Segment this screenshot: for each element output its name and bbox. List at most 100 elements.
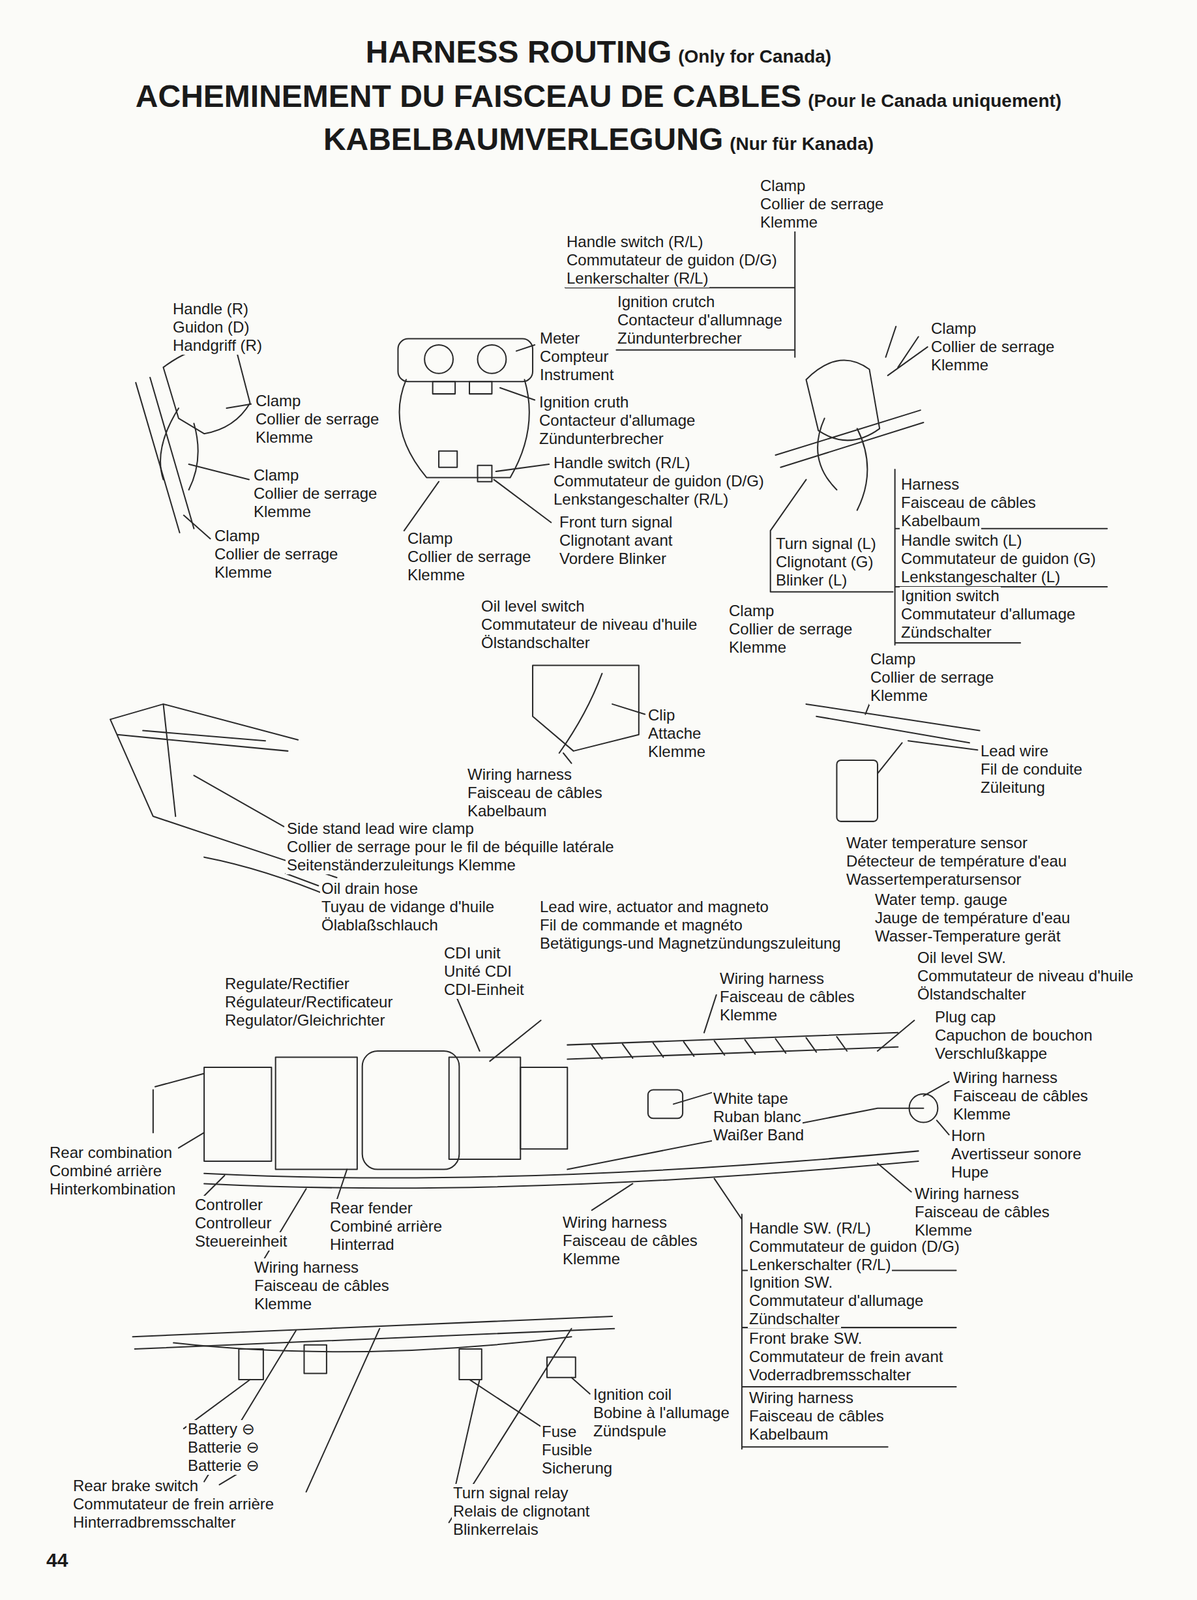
part-label: Zündunterbrecher: [537, 429, 665, 448]
part-label: Lead wire: [979, 741, 1050, 761]
part-label: Water temp. gauge: [873, 890, 1009, 909]
part-label: Betätigungs-und Magnetzündungszuleitung: [538, 934, 843, 953]
part-label: Klemme: [718, 1005, 779, 1025]
part-label: Capuchon de bouchon: [933, 1026, 1094, 1045]
part-label: Klemme: [254, 428, 315, 447]
part-label: Faisceau de câbles: [899, 493, 1038, 512]
part-label: Faisceau de câbles: [718, 987, 857, 1006]
part-label: Oil drain hose: [320, 879, 420, 898]
part-label: Klemme: [913, 1221, 974, 1240]
part-label: Meter: [538, 329, 581, 348]
part-label: Kabelbaum: [747, 1425, 830, 1444]
part-label: Plug cap: [933, 1007, 997, 1027]
part-label: Wiring harness: [466, 765, 574, 784]
part-label: Collier de serrage: [869, 668, 995, 687]
part-label: Handle switch (L): [899, 531, 1023, 550]
part-label: Oil level switch: [479, 597, 587, 616]
part-label: Clamp: [869, 650, 917, 669]
part-label: Combiné arrière: [328, 1217, 444, 1236]
part-label: Ignition coil: [591, 1385, 673, 1404]
part-label: Handle SW. (R/L): [747, 1219, 873, 1238]
part-label: Ölstandschalter: [916, 985, 1028, 1004]
part-label: Klemme: [646, 742, 707, 761]
part-label: Lenkstangeschalter (R/L): [552, 490, 730, 509]
part-label: Klemme: [951, 1105, 1012, 1124]
part-label: Regulate/Rectifier: [223, 974, 351, 993]
part-label: Commutateur d'allumage: [899, 605, 1077, 624]
part-label: Oil level SW.: [916, 948, 1008, 967]
part-label: Commutateur de niveau d'huile: [916, 966, 1135, 986]
part-label: Clamp: [929, 319, 978, 338]
heading-row: ACHEMINEMENT DU FAISCEAU DE CABLES(Pour …: [0, 78, 1197, 120]
part-label: Fil de conduite: [979, 760, 1084, 779]
part-label: Vordere Blinker: [558, 549, 668, 568]
part-label: Fuse: [540, 1422, 578, 1441]
part-label: Wiring harness: [252, 1258, 360, 1277]
part-label: Combiné arrière: [48, 1161, 163, 1181]
part-label: Klemme: [561, 1249, 622, 1269]
part-label: Fusible: [540, 1440, 594, 1460]
part-label: Klemme: [213, 563, 274, 582]
part-label: Klemme: [406, 565, 467, 585]
part-label: Klemme: [252, 502, 313, 521]
part-label: Faisceau de câbles: [466, 783, 604, 802]
part-label: Zündspule: [591, 1421, 668, 1441]
part-label: Turn signal (L): [774, 534, 878, 553]
part-label: Zündschalter: [747, 1309, 842, 1329]
part-label: Front brake SW.: [747, 1329, 864, 1348]
part-label: Faisceau de câbles: [252, 1276, 391, 1295]
part-label: Contacteur d'allumnage: [616, 310, 784, 330]
part-label: Faisceau de câbles: [747, 1406, 886, 1426]
part-label: Rear fender: [328, 1198, 414, 1218]
part-label: Klemme: [929, 355, 990, 375]
part-label: Controller: [193, 1195, 265, 1214]
part-label: Klemme: [252, 1294, 313, 1314]
heading-row: KABELBAUMVERLEGUNG(Nur für Kanada): [0, 121, 1197, 163]
part-label: Klemme: [758, 213, 819, 232]
part-label: Commutateur de frein arrière: [71, 1494, 276, 1514]
heading-text: KABELBAUMVERLEGUNG: [323, 121, 724, 158]
part-label: Clip: [646, 706, 677, 725]
part-label: Faisceau de câbles: [561, 1231, 699, 1250]
heading-note: (Nur für Kanada): [729, 125, 874, 163]
part-label: Ignition cruth: [537, 393, 630, 412]
part-label: Collier de serrage: [254, 410, 381, 429]
part-label: Rear combination: [48, 1143, 174, 1162]
part-label: Klemme: [869, 686, 930, 705]
part-label: Clamp: [254, 391, 302, 411]
part-label: Wiring harness: [718, 969, 826, 988]
part-label: CDI unit: [442, 944, 503, 963]
part-label: Kabelbaum: [899, 511, 982, 531]
part-label: Ignition crutch: [616, 292, 716, 311]
part-label: Sicherung: [540, 1459, 614, 1478]
part-label: Fil de commande et magnéto: [538, 916, 744, 935]
part-label: Commutateur de guidon (D/G): [552, 472, 766, 491]
part-label: Batterie ⊖: [186, 1456, 261, 1475]
part-label: Ölablaßschlauch: [320, 916, 440, 935]
part-label: Clamp: [758, 176, 807, 195]
part-label: Tuyau de vidange d'huile: [320, 897, 496, 917]
part-label: Collier de serrage pour le fil de béquil…: [285, 837, 616, 857]
part-label: Collier de serrage: [213, 545, 340, 564]
part-label: Turn signal relay: [451, 1483, 570, 1503]
part-label: Commutateur de guidon (G): [899, 549, 1098, 568]
part-label: Kabelbaum: [466, 801, 548, 821]
part-label: Clignotant avant: [558, 531, 674, 550]
part-label: Compteur: [538, 347, 610, 366]
part-label: Lenkerschalter (R/L): [565, 269, 710, 288]
part-label: Bobine à l'allumage: [591, 1403, 731, 1422]
part-label: Collier de serrage: [727, 620, 854, 639]
part-label: Collier de serrage: [758, 194, 885, 214]
part-label: Controlleur: [193, 1213, 273, 1233]
part-label: Attache: [646, 724, 703, 743]
part-label: Wassertemperatursensor: [844, 870, 1023, 889]
part-label: Ölstandschalter: [479, 633, 592, 652]
part-label: Water temperature sensor: [844, 833, 1029, 853]
part-label: Commutateur d'allumage: [747, 1291, 925, 1310]
part-label: Handle (R): [171, 299, 250, 319]
part-label: Waißer Band: [711, 1125, 806, 1145]
part-label: Side stand lead wire clamp: [285, 819, 476, 838]
page-number: 44: [44, 1551, 70, 1570]
part-label: Steuereinheit: [193, 1232, 289, 1251]
